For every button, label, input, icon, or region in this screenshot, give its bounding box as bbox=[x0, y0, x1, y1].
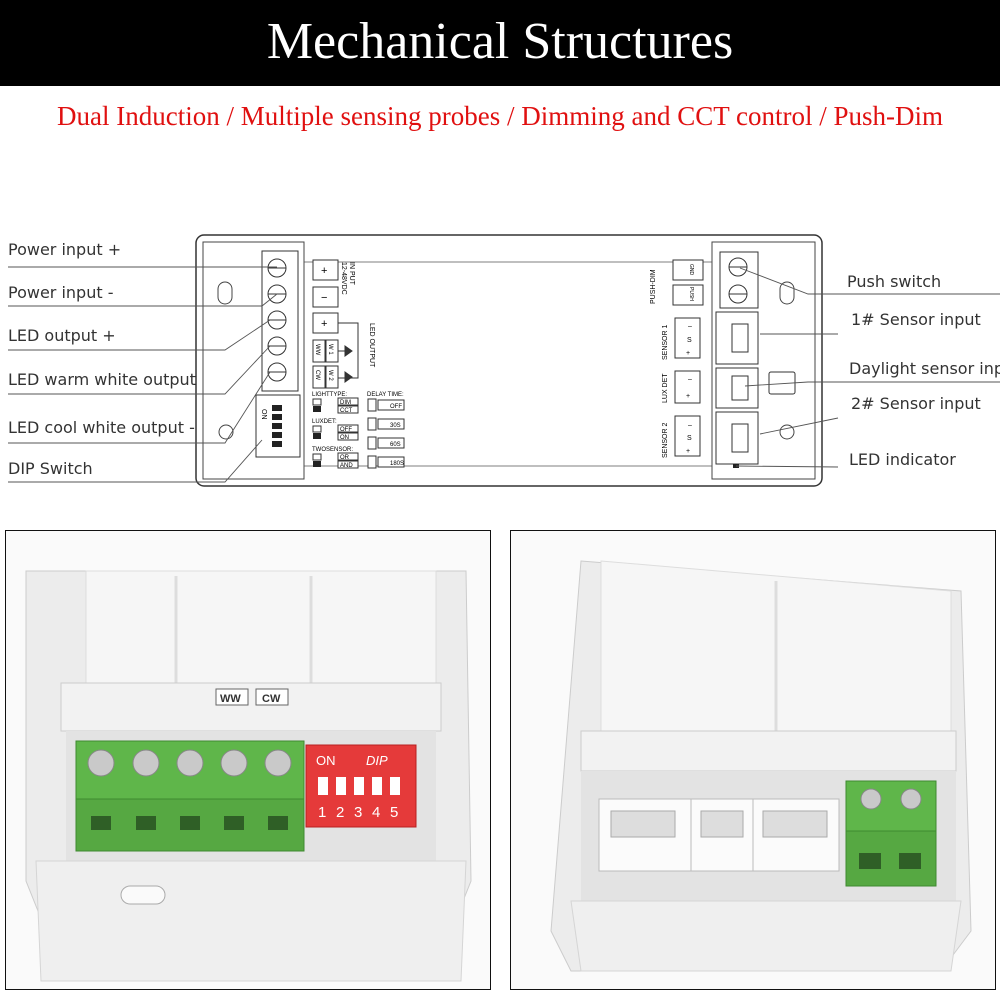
dip-on-label: ON bbox=[260, 409, 267, 420]
photo-right-drawing bbox=[511, 531, 995, 989]
twosensor-and: AND bbox=[340, 463, 353, 469]
lux-det-label: LUX DET bbox=[662, 373, 669, 403]
luxdet-on: ON bbox=[340, 435, 349, 441]
title-bar bbox=[0, 0, 1000, 86]
led-output-label: LED OUTPUT bbox=[368, 323, 375, 368]
twosensor-label: TWOSENSOR: bbox=[312, 447, 353, 453]
ww-label: WW bbox=[314, 344, 320, 356]
w1-label: W 1 bbox=[327, 344, 333, 355]
photo-dip-4: 4 bbox=[372, 804, 380, 821]
s2-s: S bbox=[687, 435, 692, 442]
dim-label: DIM bbox=[340, 400, 351, 406]
w2-label: W 2 bbox=[327, 370, 333, 381]
page-subtitle: Dual Induction / Multiple sensing probes… bbox=[57, 101, 943, 131]
delay-180s: 180S bbox=[390, 461, 404, 467]
luxdet-label: LUXDET: bbox=[312, 419, 337, 425]
photo-dip-3: 3 bbox=[354, 804, 362, 821]
lux-plus: + bbox=[686, 393, 690, 400]
callout-led-indicator: LED indicator bbox=[849, 450, 956, 469]
photo-dip-on: ON bbox=[316, 753, 336, 768]
s2-minus: – bbox=[688, 422, 692, 429]
s1-minus: – bbox=[688, 323, 692, 330]
s1-s: S bbox=[687, 337, 692, 344]
twosensor-or: OR bbox=[340, 455, 350, 461]
delay-60s: 60S bbox=[390, 442, 401, 448]
photo-dip-brand: DIP bbox=[366, 753, 388, 768]
lighttype-label: LIGHTTYPE: bbox=[312, 392, 347, 398]
lux-minus: – bbox=[688, 376, 692, 383]
sensor1-label: SENSOR 1 bbox=[662, 324, 669, 360]
cw-label: CW bbox=[314, 370, 320, 380]
page-title: Mechanical Structures bbox=[266, 13, 734, 70]
s2-plus: + bbox=[686, 448, 690, 455]
photo-dip-terminal: WW CW ON DIP 1 2 3 4 5 bbox=[5, 530, 491, 990]
delay-off: OFF bbox=[390, 404, 402, 410]
callout-dip-switch: DIP Switch bbox=[8, 459, 93, 478]
s1-plus: + bbox=[686, 350, 690, 357]
wiring-diagram: ON + − IN PUT 12-48VDC + WW W 1 CW W 2 L… bbox=[8, 234, 1000, 487]
callout-sensor1-input: 1# Sensor input bbox=[851, 310, 981, 329]
callout-power-input-minus: Power input - bbox=[8, 283, 114, 302]
photo-dip-5: 5 bbox=[390, 804, 398, 821]
callout-daylight-sensor: Daylight sensor input bbox=[849, 359, 1000, 378]
callout-push-switch: Push switch bbox=[847, 272, 942, 291]
photo-dip-1: 1 bbox=[318, 804, 326, 821]
callout-sensor2-input: 2# Sensor input bbox=[851, 394, 981, 413]
push-label: PUSH bbox=[688, 287, 694, 301]
out-plus: + bbox=[321, 318, 327, 330]
callout-led-cool-white: LED cool white output - bbox=[8, 418, 195, 437]
photo-sensor-connectors bbox=[510, 530, 996, 990]
cct-label: CCT bbox=[340, 408, 353, 414]
callout-led-warm-white: LED warm white output - bbox=[8, 370, 207, 389]
photo-ww-label: WW bbox=[220, 693, 241, 705]
voltage-label: 12-48VDC bbox=[340, 262, 347, 295]
in-plus: + bbox=[321, 265, 327, 277]
photo-left-drawing: WW CW ON DIP 1 2 3 4 5 bbox=[6, 531, 490, 989]
photo-dip-2: 2 bbox=[336, 804, 344, 821]
sensor2-label: SENSOR 2 bbox=[662, 422, 669, 458]
in-put-label: IN PUT bbox=[348, 262, 355, 286]
push-dim-label: PUSH-DIM bbox=[650, 269, 657, 304]
in-minus: − bbox=[321, 292, 327, 304]
photo-cw-label: CW bbox=[262, 693, 281, 705]
delay-30s: 30S bbox=[390, 423, 401, 429]
delay-time-label: DELAY TIME: bbox=[367, 392, 404, 398]
luxdet-off: OFF bbox=[340, 427, 352, 433]
callout-power-input-plus: Power input + bbox=[8, 240, 122, 259]
gnd-label: GND bbox=[688, 264, 694, 276]
callout-led-output-plus: LED output + bbox=[8, 326, 116, 345]
